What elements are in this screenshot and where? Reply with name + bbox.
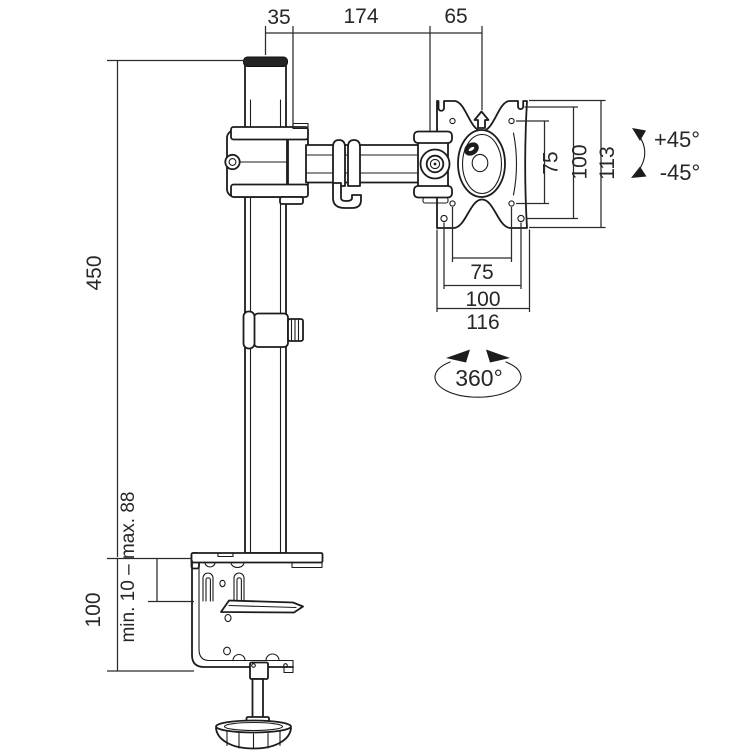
dim-label-65: 65 <box>444 5 467 28</box>
vesa-joint <box>413 130 453 204</box>
dim-label-vesa-75-v: 75 <box>540 151 563 174</box>
bracket-lower-tab <box>279 196 304 205</box>
dim-label-clamp-100: 100 <box>82 592 105 627</box>
tilt-down-label: -45° <box>660 160 701 185</box>
dim-label-vesa-75-h: 75 <box>470 261 493 284</box>
clamp-pad-lip <box>291 561 323 569</box>
clamp-knob <box>215 719 292 750</box>
clamp-bracket-outer <box>191 560 294 668</box>
vesa-hole <box>508 117 515 125</box>
arm-mount-block <box>287 138 309 186</box>
vesa-hole <box>517 214 525 223</box>
vesa-hole <box>508 200 515 207</box>
dimension-top: 35 174 65 <box>264 5 483 131</box>
clamp-top-plate <box>190 552 324 564</box>
dim-label-vesa-100-v: 100 <box>569 144 592 179</box>
dimension-vesa-right: 75 100 113 <box>516 99 619 229</box>
dim-label-vesa-116: 116 <box>466 311 499 334</box>
hub-keyhole-slot <box>464 142 479 156</box>
dim-label-450: 450 <box>83 255 106 290</box>
arm-assembly <box>224 122 421 205</box>
clamp-screw-rod <box>251 678 264 719</box>
bracket-top-flange <box>230 126 309 141</box>
tilt-arrow-down-icon <box>631 166 647 178</box>
dim-label-174: 174 <box>343 5 378 28</box>
tilt-up-label: +45° <box>654 127 700 152</box>
dim-label-desk-range: min. 10 – max. 88 <box>118 491 139 642</box>
tilt-arrow-up-icon <box>632 128 646 141</box>
desk-clamp <box>190 552 324 750</box>
joint-bottom-flange <box>413 185 453 199</box>
collar-ring <box>242 310 256 350</box>
bracket-bolt-icon <box>224 153 241 171</box>
dim-label-vesa-100-h: 100 <box>465 288 500 311</box>
vesa-hub <box>457 129 506 198</box>
collar-body <box>253 312 289 348</box>
up-arrow-icon <box>473 110 490 129</box>
bracket-bottom-flange <box>230 183 309 198</box>
dimension-vesa-bottom: 75 100 116 <box>436 207 531 334</box>
dimension-left: 450 100 min. 10 – max. 88 <box>82 59 246 672</box>
swivel-ellipse <box>434 361 522 398</box>
hub-center-hole <box>471 153 489 173</box>
clamp-slot-left <box>202 572 214 602</box>
cable-clip-hook <box>332 182 362 209</box>
arm-tube <box>305 144 421 184</box>
swivel-arrow-right-icon <box>486 349 510 363</box>
swivel-label: 360° <box>455 365 503 391</box>
pole-cap <box>243 56 288 67</box>
swivel-indicator: 360° <box>434 349 522 398</box>
vesa-hole <box>449 117 456 125</box>
clamp-arm-tip <box>283 659 294 674</box>
vesa-hole <box>440 214 448 223</box>
pole-collar <box>242 310 304 350</box>
clamp-slot-right <box>233 572 245 602</box>
cable-clip <box>332 139 362 209</box>
tilt-indicator: +45° -45° <box>631 127 700 185</box>
vesa-plate <box>436 100 528 229</box>
swivel-arrow-left-icon <box>446 349 470 363</box>
vesa-hole <box>449 200 456 207</box>
dim-label-35: 35 <box>267 6 290 29</box>
joint-top-flange <box>413 130 453 144</box>
clamp-screw-nut <box>249 661 269 680</box>
dim-label-vesa-113: 113 <box>596 146 619 179</box>
clamp-bracket-inner <box>198 561 294 662</box>
